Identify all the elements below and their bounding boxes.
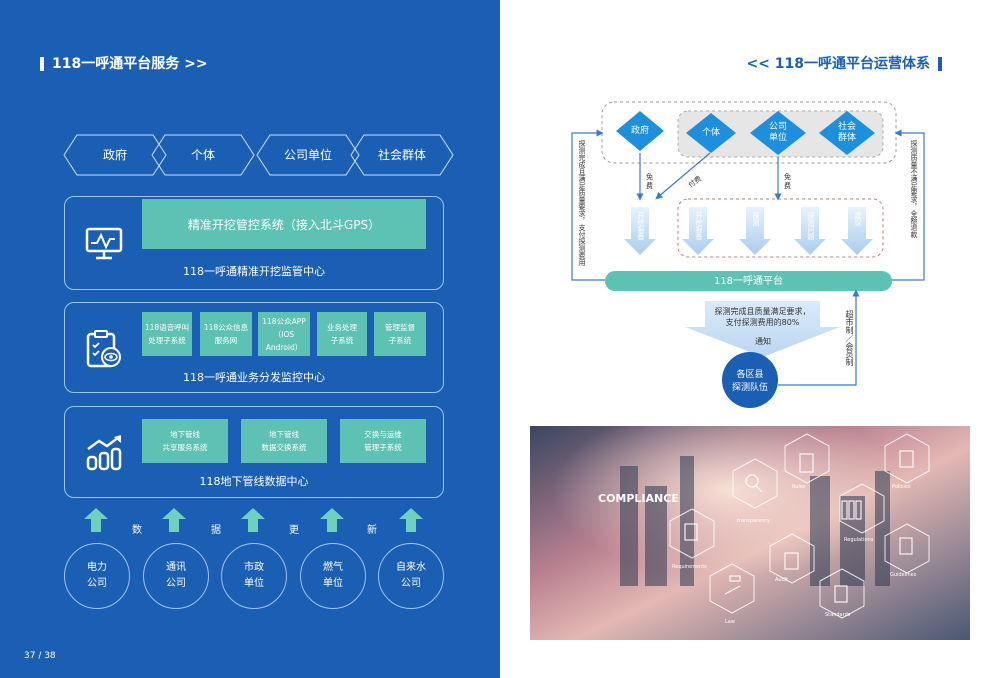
left-feedback-text: 探测完成且满足质量要求，支付探测费用: [578, 140, 586, 266]
arrow-label-advice: 建议: [854, 212, 862, 226]
subsystem-box-1: 118语音呼叫处理子系统: [142, 312, 192, 356]
svg-text:Regulations: Regulations: [844, 537, 874, 543]
left-page: 118一呼通平台服务 >> 政府 个体 公司单位 社会群体 精准开挖管控系统（接…: [0, 0, 500, 678]
up-arrow-icon: [399, 508, 423, 532]
circle-municipal-unit: 市政单位: [221, 543, 287, 609]
svg-text:Policies: Policies: [892, 484, 911, 490]
svg-text:Law: Law: [725, 619, 735, 625]
circle-gas-unit: 燃气单位: [300, 543, 366, 609]
update-word: 数: [132, 525, 142, 536]
subsystem-box-3: 118公众APP（IOS Android）: [258, 312, 310, 356]
svg-text:Requirements: Requirements: [672, 564, 707, 570]
panel-dispatch-center: 118语音呼叫处理子系统 118公众信息服务网 118公众APP（IOS And…: [64, 302, 444, 393]
svg-text:Guidelines: Guidelines: [890, 572, 917, 578]
notify-label: 通知: [755, 337, 771, 346]
subsystem-box-2: 118公众信息服务网: [200, 312, 252, 356]
arrow-label-problem: 探测问题: [807, 212, 815, 240]
right-feedback-text: 探测质量不满足要求，全额退款: [910, 140, 918, 238]
data-center-caption: 118地下管线数据中心: [199, 475, 309, 488]
dispatch-center-caption: 118一呼通业务分发监控中心: [183, 371, 325, 384]
subsystem-box-4: 业务处理子系统: [317, 312, 367, 356]
county-team: 各区县探测队伍: [731, 370, 768, 393]
diamond-company: 公司单位: [768, 122, 787, 143]
data-box-1: 地下管线共享服务系统: [142, 419, 228, 463]
diamond-government: 政府: [630, 126, 649, 136]
update-word: 更: [289, 525, 299, 536]
data-box-3: 交换与运维管理子系统: [340, 419, 426, 463]
hex-individual: 个体: [151, 134, 255, 176]
big-arrow-text: 探测完成且质量满足要求，支付探测费用的80%: [714, 307, 811, 327]
panel-excavation-center: 精准开挖管控系统（接入北斗GPS） 118一呼通精准开挖监管中心: [64, 196, 444, 290]
county-side-text: 超市制／会员制: [845, 310, 854, 366]
circle-water-company: 自来水公司: [378, 543, 444, 609]
arrow-label-report-2: 开挖报备: [695, 212, 703, 240]
operation-diagram: [571, 101, 925, 408]
hex-society: 社会群体: [350, 134, 454, 176]
svg-text:Audit: Audit: [775, 577, 788, 583]
update-word: 据: [211, 525, 221, 536]
svg-text:Rules: Rules: [792, 484, 806, 490]
free-label-1: 免费: [646, 173, 653, 190]
circle-telecom-company: 通讯公司: [143, 543, 209, 609]
arrow-label-detect: 探测: [752, 212, 760, 226]
diamond-society: 社会群体: [837, 122, 856, 143]
clipboard-eye-icon: [85, 329, 123, 373]
data-box-2: 地下管线数据交换系统: [241, 419, 327, 463]
up-arrow-icon: [241, 508, 265, 532]
page-number: 37 / 38: [24, 651, 56, 661]
excavation-center-caption: 118一呼通精准开挖监管中心: [183, 265, 325, 278]
excavation-system-box: 精准开挖管控系统（接入北斗GPS）: [142, 199, 426, 249]
compliance-label: COMPLIANCE: [598, 492, 679, 505]
monitor-icon: [85, 227, 125, 265]
compliance-photo: COMPLIANCE Requirements transparency Law…: [530, 426, 970, 640]
hex-government: 政府: [63, 134, 167, 176]
platform-bar-label: 118一呼通平台: [713, 276, 784, 287]
left-title: 118一呼通平台服务 >>: [40, 53, 208, 73]
up-arrow-icon: [162, 508, 186, 532]
free-label-2: 免费: [784, 173, 791, 190]
svg-text:Standards: Standards: [825, 612, 851, 618]
bar-chart-growth-icon: [85, 435, 125, 475]
circle-power-company: 电力公司: [64, 543, 130, 609]
panel-data-center: 地下管线共享服务系统 地下管线数据交换系统 交换与运维管理子系统 118地下管线…: [64, 406, 444, 498]
svg-text:transparency: transparency: [737, 518, 770, 524]
arrow-label-report: 开挖报备: [637, 212, 645, 240]
up-arrow-icon: [320, 508, 344, 532]
diamond-individual: 个体: [701, 128, 720, 138]
up-arrow-icon: [84, 508, 108, 532]
hex-company: 公司单位: [256, 134, 360, 176]
update-word: 新: [367, 525, 377, 536]
right-title: << 118一呼通平台运营体系: [746, 53, 942, 73]
subsystem-box-5: 管理监督子系统: [374, 312, 426, 356]
